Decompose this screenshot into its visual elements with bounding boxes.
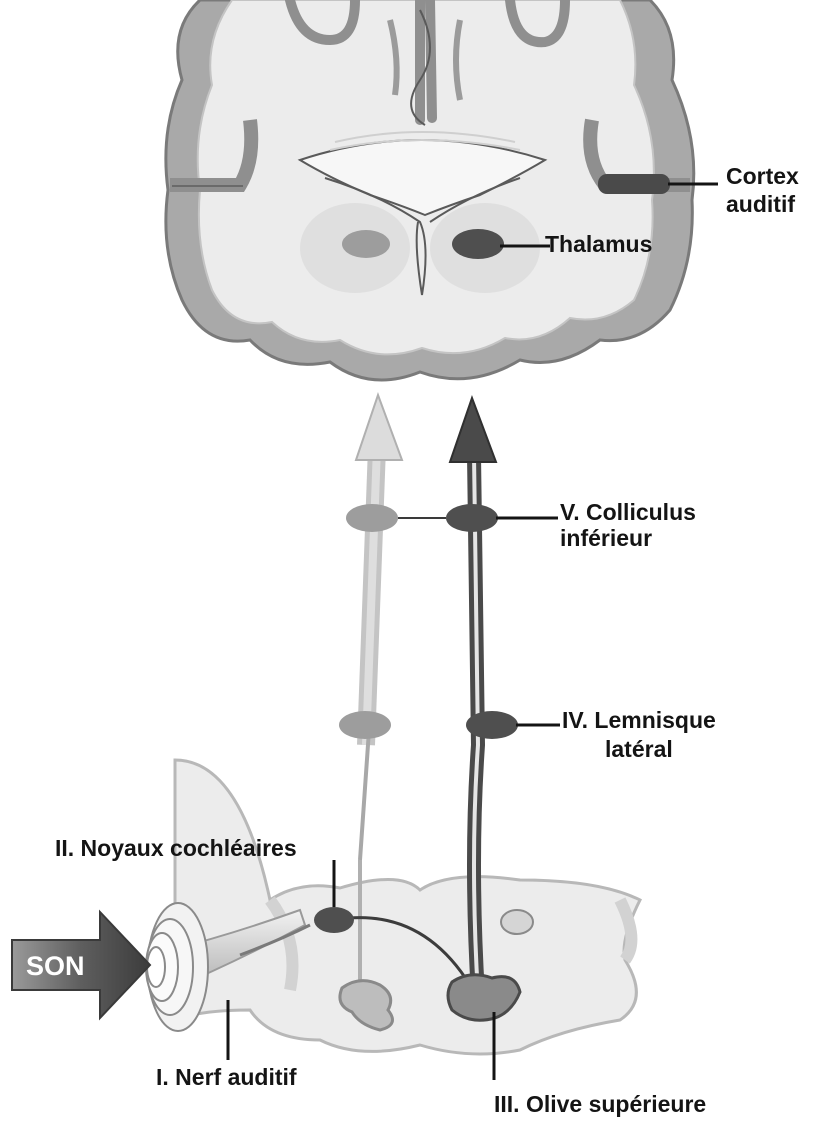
label-lemnisque-line1: IV. Lemnisque — [562, 707, 716, 733]
label-cortex-line2: auditif — [726, 191, 795, 217]
lemniscus-right — [466, 711, 518, 739]
label-colliculus-line2: inférieur — [560, 525, 652, 551]
colliculus-left — [346, 504, 398, 532]
sound-arrow: SON — [12, 912, 150, 1018]
thalamus-left — [342, 230, 390, 258]
label-colliculus-line1: V. Colliculus — [560, 499, 696, 525]
small-nucleus — [501, 910, 533, 934]
light-arrowhead — [356, 395, 402, 460]
label-nerf-auditif: I. Nerf auditif — [156, 1064, 297, 1090]
label-noyaux-cochleaires: II. Noyaux cochléaires — [55, 835, 297, 861]
colliculus-right — [446, 504, 498, 532]
son-label: SON — [26, 951, 85, 981]
lemniscus-left — [339, 711, 391, 739]
brainstem-section — [175, 760, 640, 1054]
brain-section — [166, 0, 694, 380]
label-thalamus: Thalamus — [545, 231, 652, 257]
cochlear-nucleus — [314, 907, 354, 933]
brainstem-slice — [175, 760, 640, 1054]
thalamus-right — [452, 229, 504, 259]
label-lemnisque-line2: latéral — [605, 736, 673, 762]
label-cortex-line1: Cortex — [726, 163, 799, 189]
dark-arrowhead — [450, 398, 496, 462]
label-olive-superieure: III. Olive supérieure — [494, 1091, 706, 1117]
auditory-cortex — [598, 174, 670, 194]
